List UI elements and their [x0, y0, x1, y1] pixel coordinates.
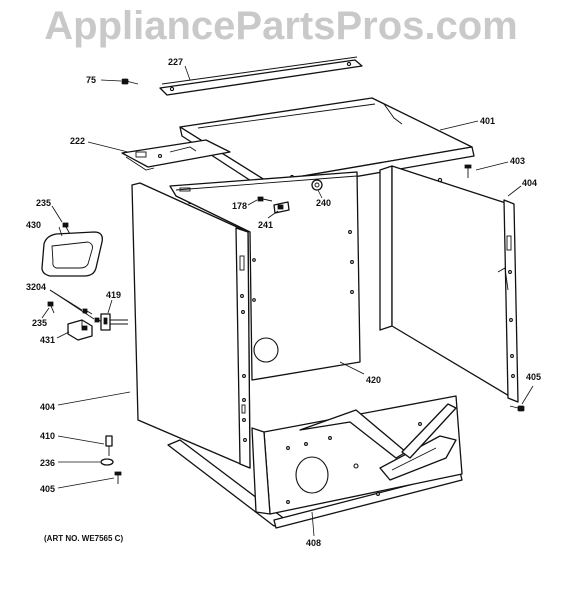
part-419-switch — [100, 313, 128, 331]
callout-405-left: 405 — [40, 484, 55, 494]
part-3204-screws — [82, 308, 104, 324]
part-236-foot — [100, 458, 114, 466]
callout-401: 401 — [480, 116, 495, 126]
part-405-screw-left — [114, 471, 122, 484]
part-410-leveler — [105, 435, 113, 456]
callout-419: 419 — [106, 290, 121, 300]
callout-241: 241 — [258, 220, 273, 230]
watermark-logo: AppliancePartsPros.com — [44, 4, 518, 48]
callout-430: 430 — [26, 220, 41, 230]
part-404-left-side-panel — [131, 182, 251, 469]
part-222-rear-bracket — [121, 139, 231, 171]
part-235-screw-top — [62, 222, 71, 235]
leader-lines — [41, 65, 534, 537]
callout-235-mid: 235 — [32, 318, 47, 328]
callout-240: 240 — [316, 198, 331, 208]
callout-labels: 227 75 401 222 403 404 235 178 240 430 2… — [26, 57, 541, 548]
callout-420: 420 — [366, 375, 381, 385]
part-403-screw — [464, 164, 472, 178]
part-408-base-frame — [167, 395, 463, 529]
part-240-grommet — [311, 179, 323, 191]
callout-408: 408 — [306, 538, 321, 548]
callout-235-top: 235 — [36, 198, 51, 208]
part-430-bracket — [41, 231, 103, 277]
part-178-screw — [257, 196, 273, 202]
part-227-top-bracket — [159, 56, 363, 96]
callout-222: 222 — [70, 136, 85, 146]
callout-403: 403 — [510, 156, 525, 166]
part-405-screw-right — [509, 405, 525, 412]
callout-405-right: 405 — [526, 372, 541, 382]
part-431-block — [67, 319, 93, 341]
callout-75: 75 — [86, 75, 96, 85]
part-241-clip — [273, 201, 290, 214]
part-404-right-side-panel — [379, 165, 519, 403]
callout-431: 431 — [40, 335, 55, 345]
callout-404-right: 404 — [522, 178, 537, 188]
callout-178: 178 — [232, 201, 247, 211]
callout-404-left: 404 — [40, 402, 55, 412]
callout-227: 227 — [168, 57, 183, 67]
callout-236: 236 — [40, 458, 55, 468]
art-number: (ART NO. WE7565 C) — [44, 534, 123, 543]
callout-410: 410 — [40, 431, 55, 441]
part-75-screw — [121, 78, 139, 85]
part-235-screw-mid — [47, 301, 55, 314]
callout-3204: 3204 — [26, 282, 46, 292]
part-420-rear-panel — [169, 171, 361, 381]
